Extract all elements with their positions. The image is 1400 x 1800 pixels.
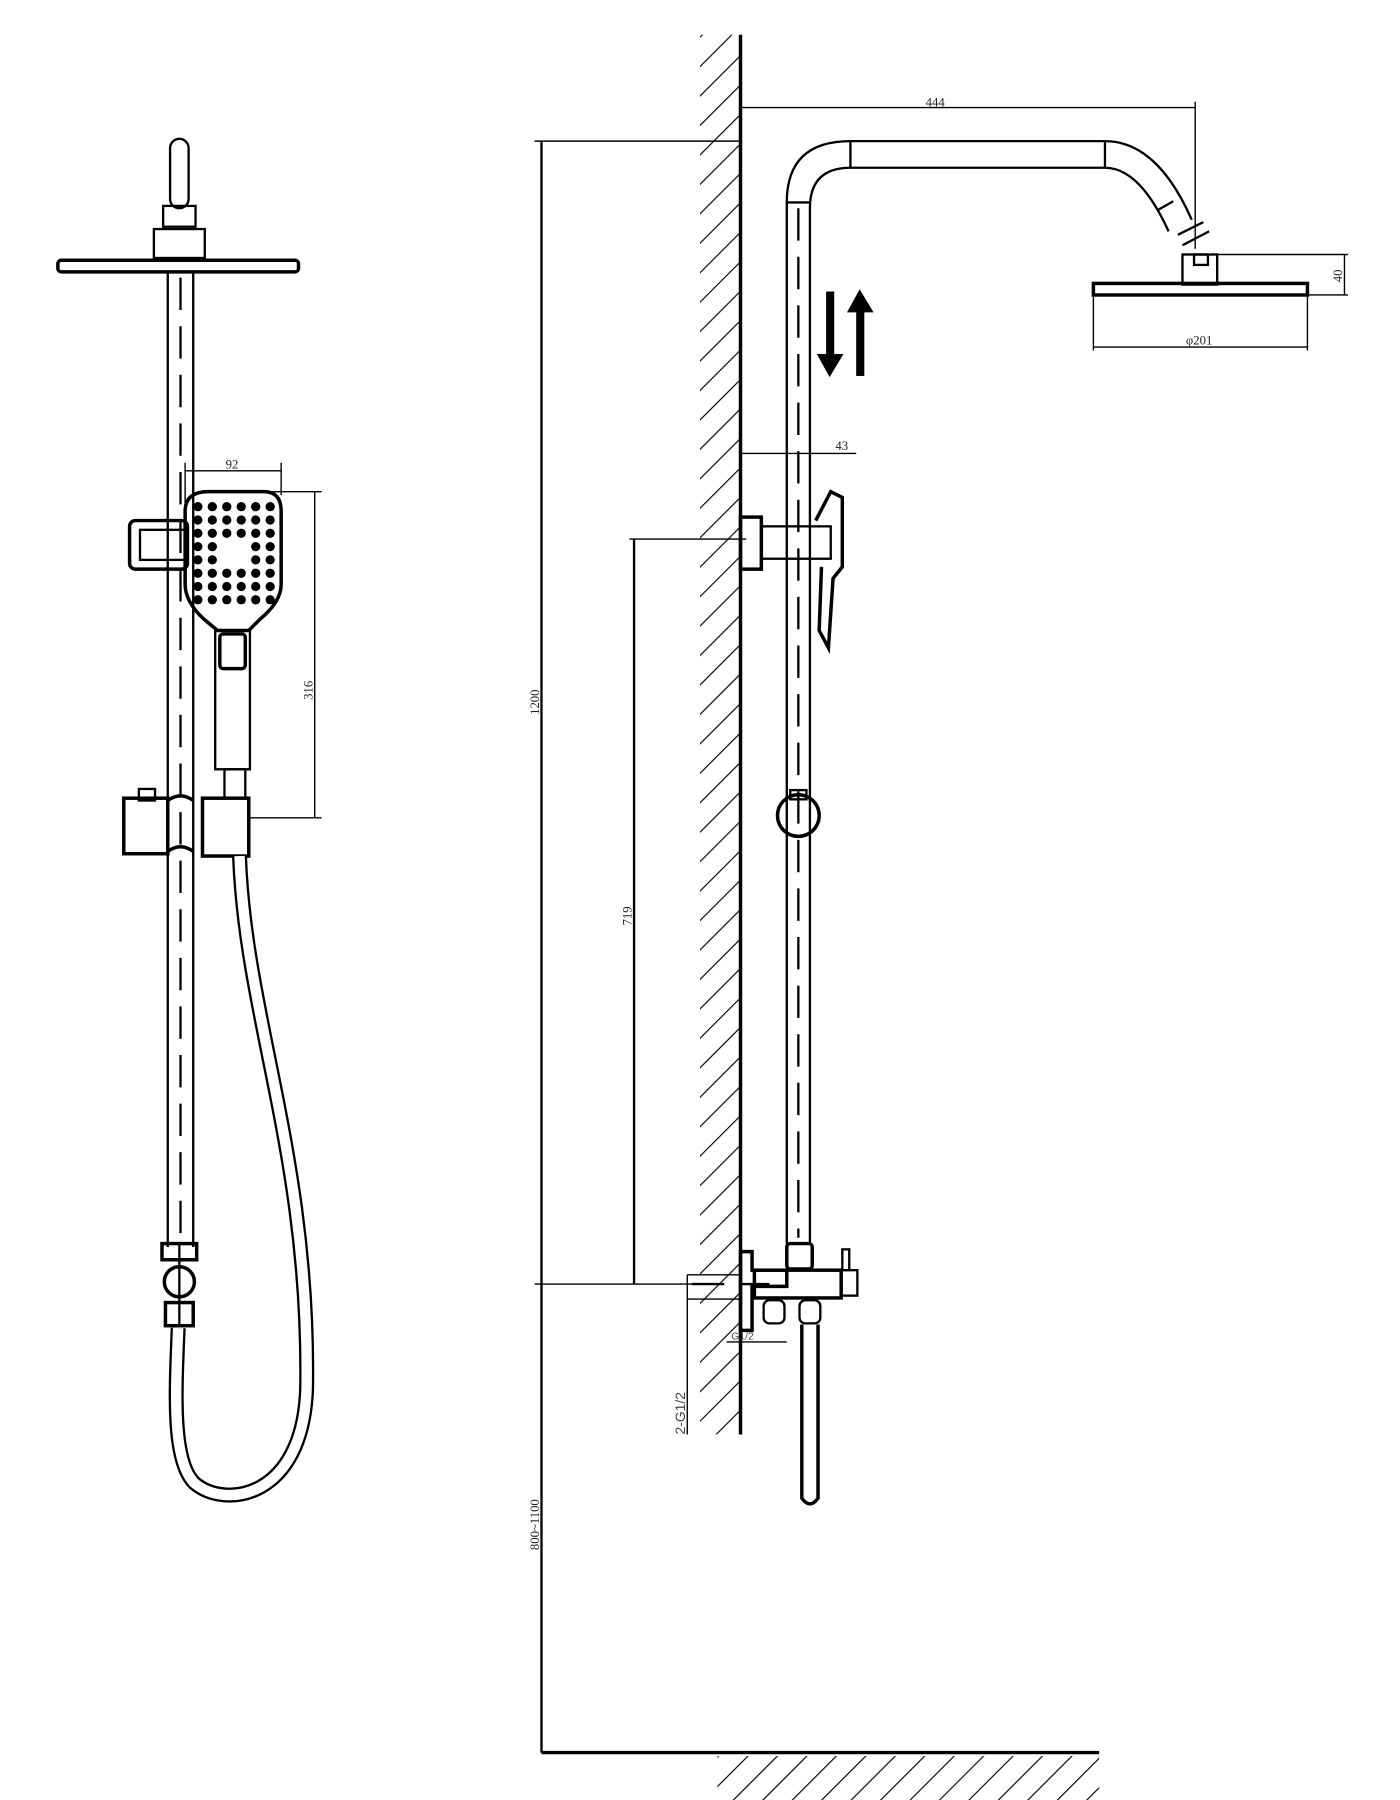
nozzle	[222, 568, 232, 578]
nozzle	[193, 528, 203, 538]
inlet-thread-label: 2-G1/2	[672, 1392, 688, 1435]
nozzle	[236, 595, 246, 605]
nozzle	[251, 581, 261, 592]
nozzle	[265, 528, 275, 538]
rail-offset-label: 43	[835, 439, 848, 453]
nozzle	[251, 555, 261, 565]
nozzle	[193, 555, 203, 565]
arm-projection-label: 444	[926, 95, 946, 109]
nozzle	[265, 502, 275, 512]
diverter-front	[160, 1241, 199, 1328]
nozzle	[193, 502, 203, 512]
floor-hatch	[717, 1756, 1100, 1800]
nozzle	[265, 568, 275, 578]
nozzle	[193, 581, 203, 592]
head-height-label: 40	[1331, 270, 1345, 283]
nozzle	[222, 581, 232, 592]
nozzle	[207, 555, 217, 565]
wall-bracket-side	[738, 489, 845, 654]
nozzle	[265, 555, 275, 565]
spray-nozzles	[193, 502, 275, 605]
nozzle	[251, 541, 261, 552]
slider-side	[775, 788, 821, 839]
head-connector	[152, 227, 206, 260]
head-diameter-label: φ201	[1186, 334, 1212, 348]
nozzle	[193, 541, 203, 552]
dimension-92: 92	[184, 458, 282, 544]
overhead-shower-plate	[56, 258, 301, 274]
install-height-label: 800~1100	[528, 1499, 542, 1550]
wall-hatch	[700, 34, 741, 1435]
side-view: 444 40 φ201 43	[528, 34, 1348, 1800]
handset-width-label: 92	[226, 458, 239, 472]
total-height-label: 1200	[528, 689, 542, 714]
nozzle	[251, 568, 261, 578]
nozzle	[207, 568, 217, 578]
nozzle	[265, 581, 275, 592]
nozzle	[251, 528, 261, 538]
nozzle	[251, 595, 261, 605]
dimension-719: 719	[621, 538, 747, 1285]
nozzle	[265, 541, 275, 552]
height-adjust-arrows-icon	[816, 289, 874, 378]
nozzle	[222, 528, 232, 538]
dimension-40: 40	[1217, 253, 1348, 296]
nozzle	[207, 515, 217, 525]
dimension-43: 43	[740, 439, 857, 455]
front-view: 92 316	[56, 137, 322, 1503]
nozzle	[251, 502, 261, 512]
handset-holder	[127, 518, 190, 571]
slide-bar-holder	[122, 787, 251, 858]
bracket-height-label: 719	[621, 906, 635, 925]
dimension-316: 316	[237, 490, 322, 819]
handset-height-label: 316	[301, 681, 315, 700]
nozzle	[193, 568, 203, 578]
dimension-444: 444	[740, 95, 1196, 249]
nozzle	[207, 528, 217, 538]
nozzle	[265, 595, 275, 605]
nozzle	[236, 502, 246, 512]
diverter-side: 2-G1/2 G1/2	[672, 1241, 859, 1506]
nozzle	[193, 515, 203, 525]
nozzle	[222, 515, 232, 525]
shower-arm-top	[168, 137, 190, 210]
nozzle	[222, 502, 232, 512]
arm-connector	[161, 204, 197, 228]
nozzle	[193, 595, 203, 605]
nozzle	[236, 581, 246, 592]
nozzle	[236, 515, 246, 525]
nozzle	[222, 595, 232, 605]
nozzle	[207, 581, 217, 592]
hand-shower	[183, 489, 283, 800]
nozzle	[207, 541, 217, 552]
dimension-201: φ201	[1092, 294, 1309, 351]
dimension-1200: 1200 800~1100	[528, 140, 741, 1753]
nozzle	[236, 528, 246, 538]
nozzle	[207, 595, 217, 605]
nozzle	[207, 502, 217, 512]
nozzle	[236, 568, 246, 578]
outlet-thread-label: G1/2	[731, 1332, 754, 1343]
nozzle	[251, 515, 261, 525]
shower-column	[785, 139, 1210, 1244]
overhead-shower-side	[1091, 253, 1310, 297]
nozzle	[265, 515, 275, 525]
